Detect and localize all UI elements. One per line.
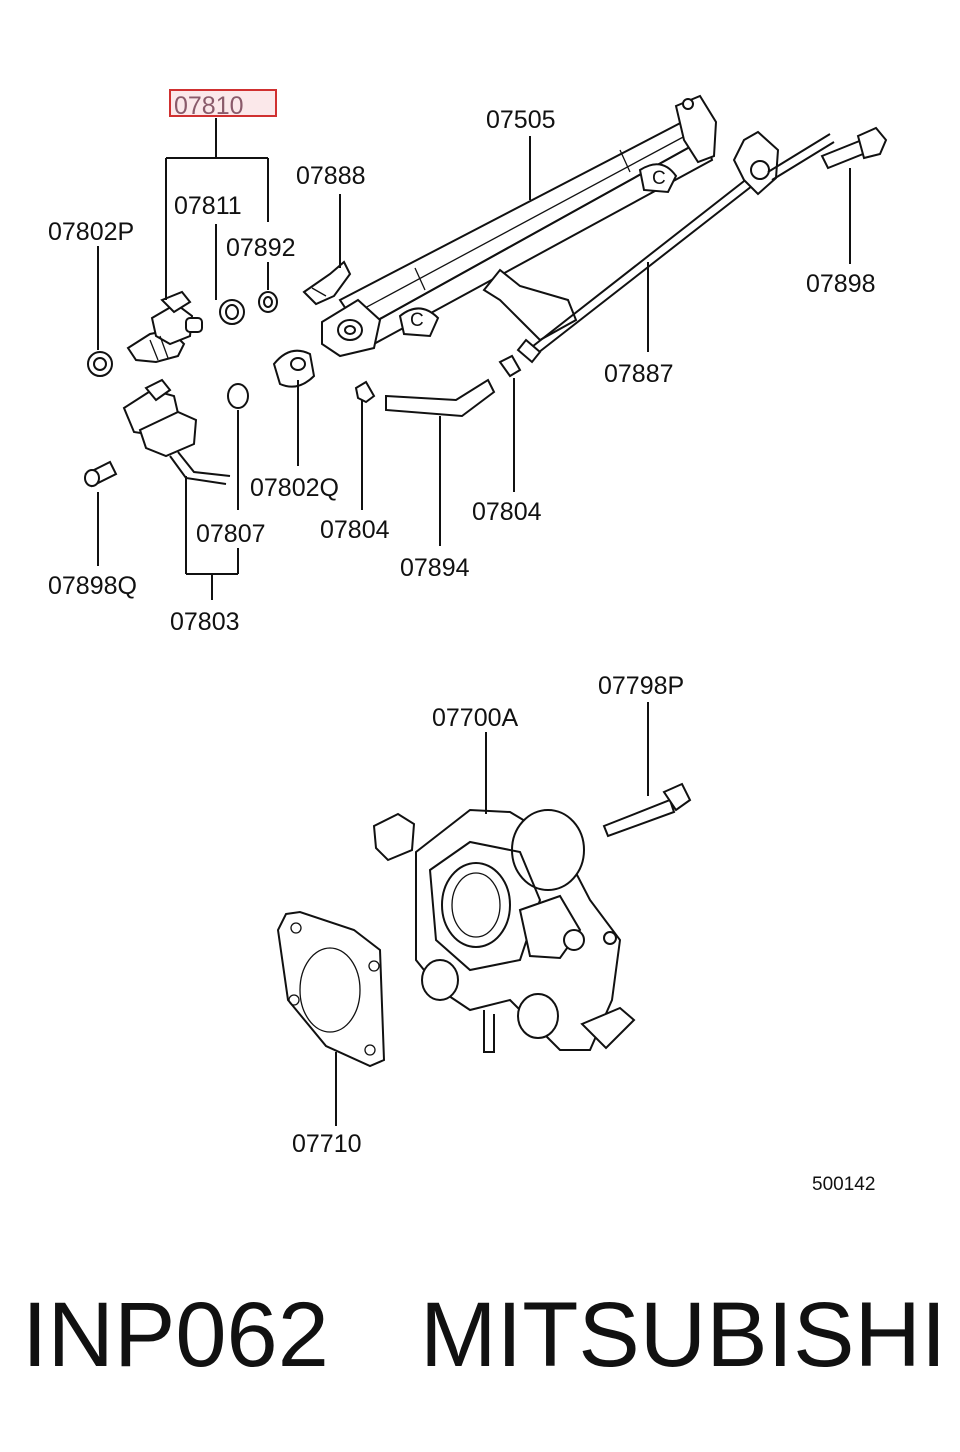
label-07898Q[interactable]: 07898Q — [48, 572, 137, 600]
highlight-box-07810 — [169, 89, 277, 117]
label-07811[interactable]: 07811 — [174, 192, 242, 220]
label-07898[interactable]: 07898 — [806, 270, 876, 298]
part-labels: 07810 07811 07892 07802P 07888 07505 078… — [48, 92, 876, 1195]
svg-text:C: C — [410, 310, 424, 331]
regulator-07807 — [122, 378, 231, 485]
hose-07894 — [385, 378, 496, 418]
fuel-rail-07505: C C — [321, 94, 718, 358]
nut-07802P — [87, 351, 113, 377]
label-07894[interactable]: 07894 — [400, 554, 470, 582]
caption-part-number: INP062 — [22, 1284, 329, 1386]
clip-07888 — [302, 260, 352, 306]
insulator-07802Q — [272, 349, 316, 388]
caption: INP062 MITSUBISHI — [22, 1284, 946, 1386]
o-ring-07811 — [219, 299, 245, 325]
o-ring-07807 — [227, 383, 249, 409]
label-07798P[interactable]: 07798P — [598, 672, 684, 700]
gasket-07710 — [276, 910, 386, 1068]
injector-07810 — [126, 290, 203, 364]
label-07700A[interactable]: 07700A — [432, 704, 519, 732]
fuel-pipe-07887 — [516, 130, 835, 364]
clamp-07804-left — [354, 380, 376, 404]
label-07802Q[interactable]: 07802Q — [250, 474, 339, 502]
label-07804-left[interactable]: 07804 — [320, 516, 390, 544]
throttle-body-07700A — [372, 808, 636, 1053]
label-07892[interactable]: 07892 — [226, 234, 296, 262]
label-07505[interactable]: 07505 — [486, 106, 556, 134]
o-ring-07892 — [258, 291, 278, 313]
label-07710[interactable]: 07710 — [292, 1130, 362, 1158]
label-07807[interactable]: 07807 — [196, 520, 266, 548]
clamp-07804-right — [498, 354, 522, 378]
label-07804-right[interactable]: 07804 — [472, 498, 542, 526]
label-07888[interactable]: 07888 — [296, 162, 366, 190]
bolt-07898Q — [84, 460, 118, 488]
leader-lines — [97, 118, 851, 1126]
svg-text:C: C — [652, 168, 666, 189]
label-07810[interactable]: 07810 — [174, 92, 244, 120]
diagram-ref-number: 500142 — [812, 1174, 875, 1195]
bolt-07898 — [820, 126, 888, 170]
label-07803[interactable]: 07803 — [170, 608, 240, 636]
bolt-07798P — [602, 782, 692, 838]
label-07887[interactable]: 07887 — [604, 360, 674, 388]
label-07802P[interactable]: 07802P — [48, 218, 134, 246]
caption-brand: MITSUBISHI — [420, 1284, 946, 1386]
